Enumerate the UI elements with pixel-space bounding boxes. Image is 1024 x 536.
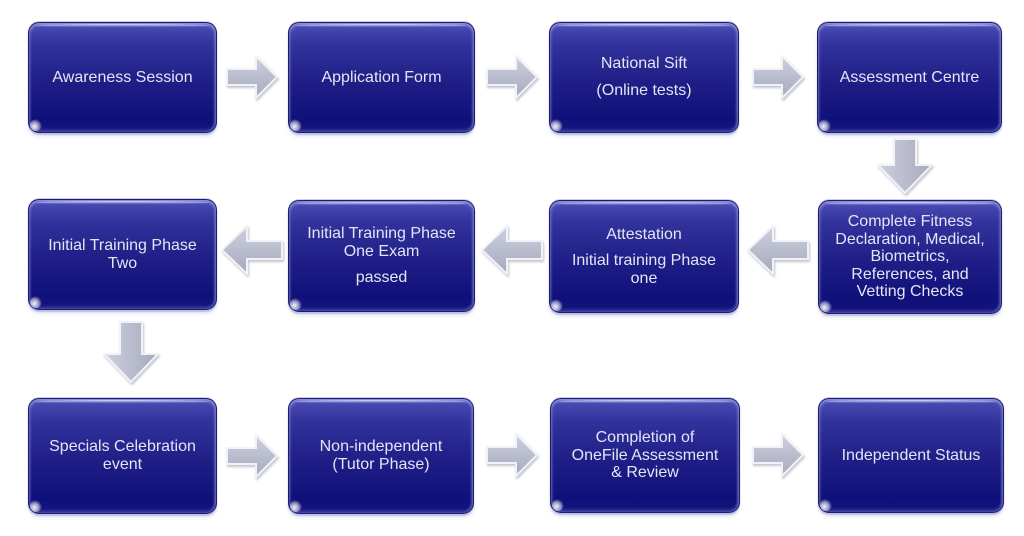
node-label-line: Declaration, Medical,	[835, 230, 985, 248]
flow-arrow-down-icon	[877, 138, 933, 194]
node-label-line: & Review	[611, 464, 679, 482]
flow-arrow-right-icon	[226, 55, 278, 99]
node-label-line: Independent Status	[841, 446, 981, 464]
flow-arrow-right-icon	[752, 433, 804, 477]
node-label-line: Attestation	[606, 225, 682, 243]
flow-arrow-left-icon	[221, 225, 283, 275]
node-fitness-checks: Complete Fitness Declaration, Medical, B…	[818, 200, 1002, 314]
node-label-line: National Sift	[600, 55, 688, 73]
node-label-line: References, and	[851, 265, 969, 283]
node-label-line: Completion of	[595, 429, 695, 447]
node-national-sift: National Sift (Online tests)	[549, 22, 739, 133]
node-label-line: (Tutor Phase)	[332, 456, 430, 473]
flow-arrow-left-icon	[747, 225, 809, 275]
node-label-line: Initial training Phase	[571, 252, 717, 270]
flow-arrow-left-icon	[481, 225, 543, 275]
node-assessment-centre: Assessment Centre	[817, 22, 1002, 133]
flow-arrow-right-icon	[226, 434, 278, 478]
node-independent-status: Independent Status	[818, 398, 1004, 513]
node-label-line: Biometrics,	[870, 248, 950, 266]
node-label-line: (Online tests)	[596, 82, 692, 99]
node-label-line: Initial Training Phase	[48, 236, 197, 254]
node-label-line: Initial Training Phase	[307, 225, 456, 243]
node-label-line: Complete Fitness	[847, 213, 973, 231]
node-label-line: OneFile Assessment	[571, 446, 719, 464]
node-attestation: Attestation Initial training Phase one	[549, 200, 739, 313]
flow-arrow-right-icon	[752, 55, 804, 99]
node-label-line: Non-independent	[319, 438, 443, 456]
flow-arrow-right-icon	[486, 433, 538, 477]
node-label-line: Vetting Checks	[856, 283, 964, 301]
node-phase-one-exam: Initial Training Phase One Exam passed	[288, 200, 475, 312]
node-label-line: event	[102, 456, 143, 473]
node-label-line: Application Form	[321, 68, 442, 86]
node-onefile-completion: Completion of OneFile Assessment & Revie…	[550, 398, 740, 513]
flow-arrow-right-icon	[486, 55, 538, 99]
node-phase-two: Initial Training Phase Two	[28, 199, 217, 310]
node-awareness-session: Awareness Session	[28, 22, 217, 133]
node-label-line: Assessment Centre	[839, 68, 980, 86]
node-label-line: Two	[107, 254, 138, 272]
node-specials-celebration: Specials Celebration event	[28, 398, 217, 514]
node-label-line: Specials Celebration	[49, 438, 196, 456]
node-application-form: Application Form	[288, 22, 475, 133]
flow-arrow-down-icon	[103, 321, 159, 383]
node-label-line: passed	[355, 269, 408, 287]
node-label-line: one	[630, 269, 658, 287]
node-label-line: Awareness Session	[52, 68, 193, 86]
node-non-independent: Non-independent (Tutor Phase)	[288, 398, 474, 514]
node-label-line: One Exam	[343, 242, 420, 260]
